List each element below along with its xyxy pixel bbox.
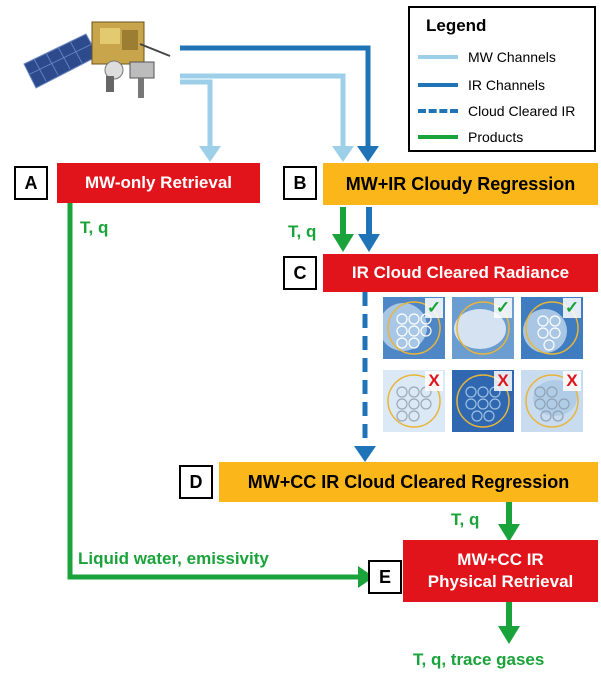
d-output-label: T, q [451, 510, 480, 529]
legend-label: Products [468, 129, 524, 145]
step-c-letter: C [283, 256, 317, 290]
step-b-letter: B [283, 166, 317, 200]
products-line-icon [418, 135, 458, 139]
a-output-label: T, q [80, 218, 109, 237]
step-d-letter: D [179, 465, 213, 499]
check-icon: ✓ [425, 298, 443, 318]
step-a-letter: A [14, 166, 48, 200]
step-e-letter: E [368, 560, 402, 594]
a-to-e-label: Liquid water, emissivity [78, 549, 269, 568]
step-a-box: MW-only Retrieval [57, 163, 260, 203]
legend-title: Legend [426, 16, 487, 35]
cloud-image-tile: X [521, 370, 583, 432]
legend-label: Cloud Cleared IR [468, 103, 576, 119]
cloud-image-tile: ✓ [452, 297, 514, 359]
legend: Legend MW Channels IR Channels Cloud Cle… [408, 6, 596, 152]
legend-item-ir: IR Channels [418, 74, 545, 96]
b-output-label: T, q [288, 222, 317, 241]
mw-line-icon [418, 55, 458, 59]
cloud-image-tile: X [383, 370, 445, 432]
cross-icon: X [494, 371, 512, 391]
step-e-box: MW+CC IR Physical Retrieval [403, 540, 598, 602]
cloud-image-tile: ✓ [521, 297, 583, 359]
final-products-label: T, q, trace gases [413, 650, 545, 669]
cloud-image-tile: X [452, 370, 514, 432]
ir-line-icon [418, 83, 458, 87]
cross-icon: X [425, 371, 443, 391]
cloud-image-tile: ✓ [383, 297, 445, 359]
legend-item-mw: MW Channels [418, 46, 556, 68]
check-icon: ✓ [563, 298, 581, 318]
legend-item-cloud-cleared: Cloud Cleared IR [418, 100, 575, 122]
step-b-box: MW+IR Cloudy Regression [323, 163, 598, 205]
ir-channel-arrow [180, 45, 371, 148]
a-to-e-arrow [67, 203, 360, 580]
dashed-line-icon [418, 109, 458, 113]
step-e-label-line2: Physical Retrieval [427, 572, 574, 591]
cross-icon: X [563, 371, 581, 391]
legend-label: IR Channels [468, 77, 546, 93]
step-d-box: MW+CC IR Cloud Cleared Regression [219, 462, 598, 502]
mw-channel-arrows [180, 73, 346, 148]
satellite-image [20, 4, 185, 104]
legend-item-products: Products [418, 126, 523, 148]
check-icon: ✓ [494, 298, 512, 318]
legend-label: MW Channels [468, 49, 556, 65]
step-c-box: IR Cloud Cleared Radiance [323, 254, 598, 292]
step-e-label-line1: MW+CC IR [457, 550, 544, 569]
